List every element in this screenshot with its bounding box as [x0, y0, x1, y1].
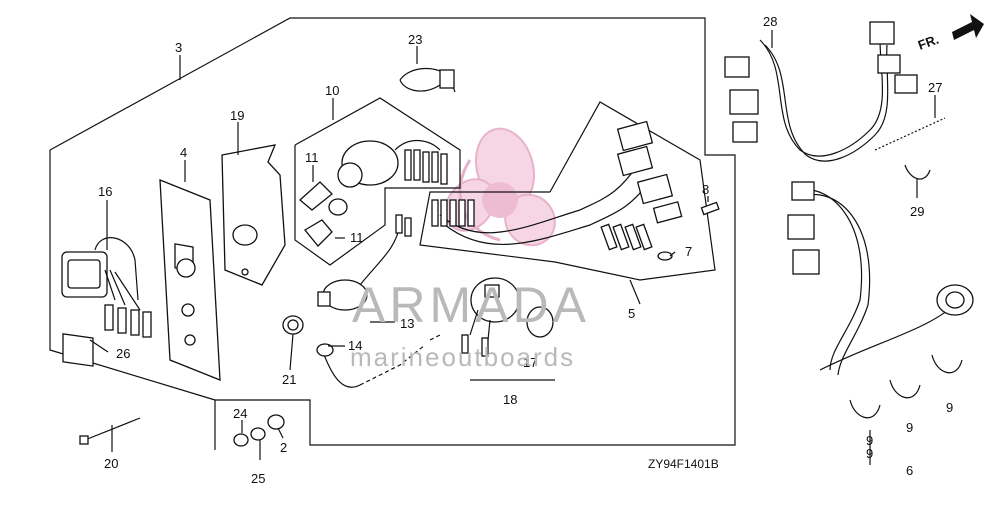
callout-6: 6 [906, 463, 913, 478]
washer-24 [233, 433, 249, 447]
cable-protector-27 [874, 117, 946, 151]
buzzer-17 [461, 277, 554, 357]
bolt-20 [79, 417, 141, 445]
bracket-19 [221, 144, 286, 286]
drawing-code: ZY94F1401B [648, 457, 719, 471]
callout-11b: 11 [350, 230, 364, 245]
callout-27: 27 [928, 80, 942, 95]
stop-switch-12 [317, 214, 412, 311]
callout-9a: 9 [866, 433, 873, 448]
callout-8: 8 [702, 182, 709, 197]
ignition-group-10 [294, 97, 461, 266]
label-26 [62, 333, 94, 367]
panel-4 [159, 179, 221, 381]
callout-11a: 11 [305, 150, 319, 165]
clip-29 [904, 164, 931, 180]
main-harness-5 [419, 101, 716, 281]
band-23 [399, 67, 456, 93]
callout-4: 4 [180, 145, 187, 160]
callout-3: 3 [175, 40, 182, 55]
screw-7 [657, 251, 673, 261]
callout-28: 28 [763, 14, 777, 29]
washer-25 [250, 427, 266, 441]
watermark-subtitle: marineoutboards [350, 342, 575, 372]
propeller-logo [444, 127, 556, 247]
callout-25: 25 [251, 471, 265, 486]
switch-assembly-16 [61, 237, 152, 338]
callout-9c: 9 [946, 400, 953, 415]
callout-24: 24 [233, 406, 247, 421]
callout-9d: 9 [866, 446, 873, 461]
callout-26: 26 [116, 346, 130, 361]
callout-21: 21 [282, 372, 296, 387]
watermark-title: ARMADA [352, 277, 590, 333]
harness-6 [787, 181, 974, 376]
callout-20: 20 [104, 456, 118, 471]
callout-10: 10 [325, 83, 339, 98]
harness-28 [724, 21, 918, 162]
callout-29: 29 [910, 204, 924, 219]
callout-17: 17 [523, 355, 537, 370]
callout-16: 16 [98, 184, 112, 199]
callout-19: 19 [230, 108, 244, 123]
callout-14: 14 [348, 338, 362, 353]
leader-lines [89, 30, 936, 465]
pin-8 [700, 201, 720, 216]
clip-9 [849, 354, 963, 419]
callout-23: 23 [408, 32, 422, 47]
nut-21 [282, 315, 304, 335]
callout-18: 18 [503, 392, 517, 407]
lanyard-14 [316, 334, 441, 388]
callout-13: 13 [400, 316, 414, 331]
callout-2: 2 [280, 440, 287, 455]
callout-5: 5 [628, 306, 635, 321]
callout-7: 7 [685, 244, 692, 259]
callout-9b: 9 [906, 420, 913, 435]
direction-label: FR. [916, 32, 941, 53]
callout-labels: 3 4 16 19 10 23 11 11 13 14 26 21 5 7 8 … [98, 14, 953, 486]
front-direction-indicator: FR. [916, 14, 984, 53]
nut-2 [267, 414, 285, 430]
assembly-outline [49, 17, 736, 450]
